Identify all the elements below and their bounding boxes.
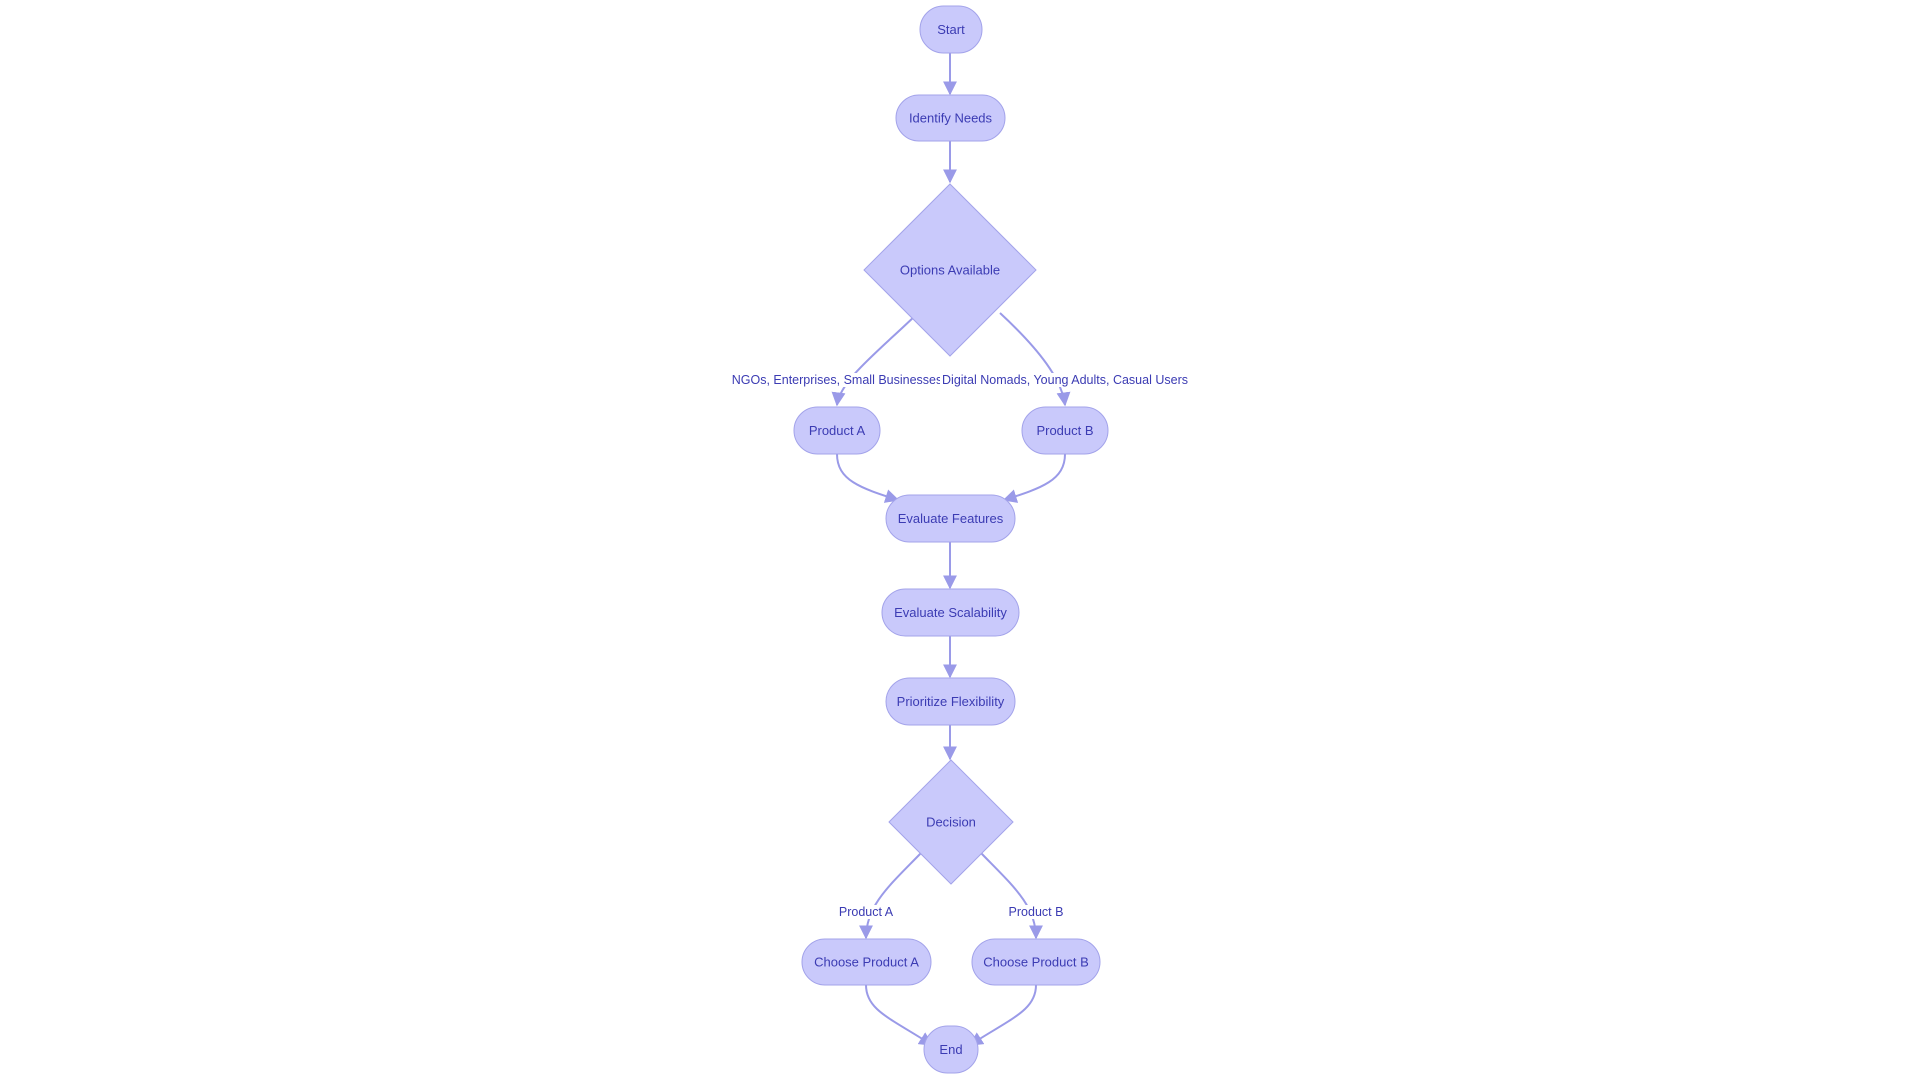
node-label: Product B	[1036, 423, 1093, 438]
node-label: Choose Product B	[983, 955, 1089, 970]
edge-label-decision-to-b: Product B	[1006, 905, 1066, 919]
edge-label-background	[729, 373, 945, 387]
edge-label-background	[1006, 905, 1066, 919]
node-label: Options Available	[900, 263, 1000, 278]
edge-label-options-to-b: Digital Nomads, Young Adults, Casual Use…	[940, 373, 1190, 387]
node-productA: Product A	[793, 406, 881, 455]
node-options: Options Available	[863, 183, 1037, 357]
node-label: Identify Needs	[909, 111, 993, 126]
edge-options-to-product-b	[999, 312, 1071, 407]
edge-product-b-to-features	[1002, 453, 1066, 503]
decision-diamond-shape	[863, 183, 1037, 357]
node-productB: Product B	[1021, 406, 1109, 455]
node-label: Evaluate Features	[898, 511, 1004, 526]
edge-options-to-product-a	[831, 312, 919, 407]
node-chooseA: Choose Product A	[801, 938, 932, 986]
edge-choose-a-to-end	[865, 984, 934, 1046]
node-identify: Identify Needs	[895, 94, 1006, 142]
terminal-shape	[885, 494, 1016, 543]
terminal-shape	[801, 938, 932, 986]
terminal-shape	[881, 588, 1020, 637]
edge-label-text: Product B	[1009, 905, 1064, 919]
edge-label-text: NGOs, Enterprises, Small Businesses	[732, 373, 943, 387]
node-label: End	[939, 1042, 962, 1057]
node-label: Start	[937, 22, 965, 37]
node-chooseB: Choose Product B	[971, 938, 1101, 986]
edge-label-text: Digital Nomads, Young Adults, Casual Use…	[942, 373, 1188, 387]
node-flexibility: Prioritize Flexibility	[885, 677, 1016, 726]
node-start: Start	[919, 5, 983, 54]
terminal-shape	[793, 406, 881, 455]
edge-decision-to-choose-a	[859, 852, 922, 940]
terminal-shape	[1021, 406, 1109, 455]
decision-diamond-shape	[888, 759, 1014, 885]
node-label: Choose Product A	[814, 955, 919, 970]
edge-label-background	[836, 905, 896, 919]
edge-choose-b-to-end	[968, 984, 1037, 1046]
node-decision: Decision	[888, 759, 1014, 885]
edge-label-options-to-a: NGOs, Enterprises, Small Businesses	[729, 373, 945, 387]
terminal-shape	[971, 938, 1101, 986]
node-scalability: Evaluate Scalability	[881, 588, 1020, 637]
node-features: Evaluate Features	[885, 494, 1016, 543]
node-label: Decision	[926, 815, 976, 830]
edge-product-a-to-features	[836, 453, 900, 503]
edge-label-text: Product A	[839, 905, 894, 919]
terminal-shape	[895, 94, 1006, 142]
node-label: Product A	[809, 423, 866, 438]
terminal-shape	[923, 1025, 979, 1074]
edge-label-background	[940, 373, 1190, 387]
node-label: Evaluate Scalability	[894, 605, 1007, 620]
node-end: End	[923, 1025, 979, 1074]
terminal-shape	[885, 677, 1016, 726]
edge-decision-to-choose-b	[980, 852, 1043, 940]
edge-label-decision-to-a: Product A	[836, 905, 896, 919]
node-label: Prioritize Flexibility	[897, 694, 1005, 709]
terminal-shape	[919, 5, 983, 54]
